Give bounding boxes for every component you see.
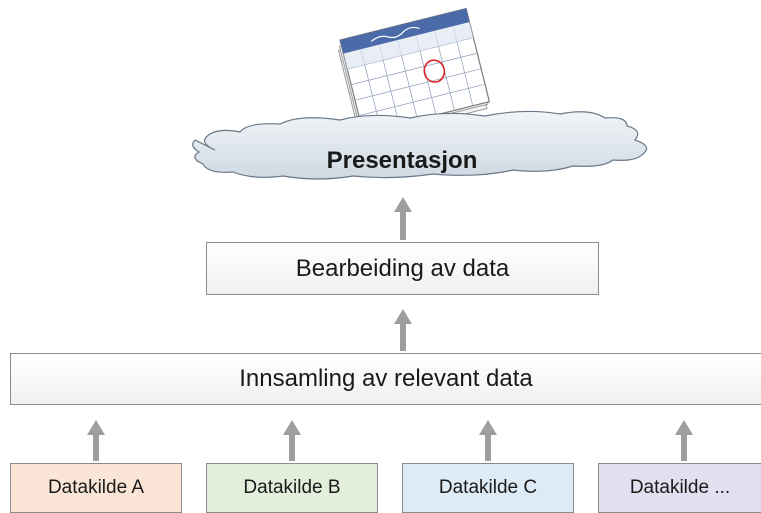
data-source-c: Datakilde C xyxy=(402,463,574,513)
cloud-shape xyxy=(192,110,648,180)
arrow-up-icon xyxy=(283,420,301,461)
data-source-a: Datakilde A xyxy=(10,463,182,513)
presentation-label: Presentasjon xyxy=(326,147,478,174)
collection-label: Innsamling av relevant data xyxy=(239,365,533,392)
arrow-up-icon xyxy=(675,420,693,461)
arrows xyxy=(87,197,693,461)
data-source-label: Datakilde A xyxy=(47,477,145,498)
arrow-up-icon xyxy=(394,197,412,240)
data-source-label: Datakilde ... xyxy=(629,477,731,498)
data-source-b: Datakilde B xyxy=(206,463,378,513)
collection-box: Innsamling av relevant data xyxy=(10,353,761,405)
arrow-up-icon xyxy=(394,309,412,351)
data-source-label: Datakilde B xyxy=(243,477,341,498)
calendar-icon xyxy=(337,7,491,141)
processing-label: Bearbeiding av data xyxy=(295,254,510,282)
arrow-up-icon xyxy=(479,420,497,461)
processing-box: Bearbeiding av data xyxy=(206,242,599,295)
data-source-more: Datakilde ... xyxy=(598,463,761,513)
data-source-label: Datakilde C xyxy=(438,477,538,498)
arrow-up-icon xyxy=(87,420,105,461)
